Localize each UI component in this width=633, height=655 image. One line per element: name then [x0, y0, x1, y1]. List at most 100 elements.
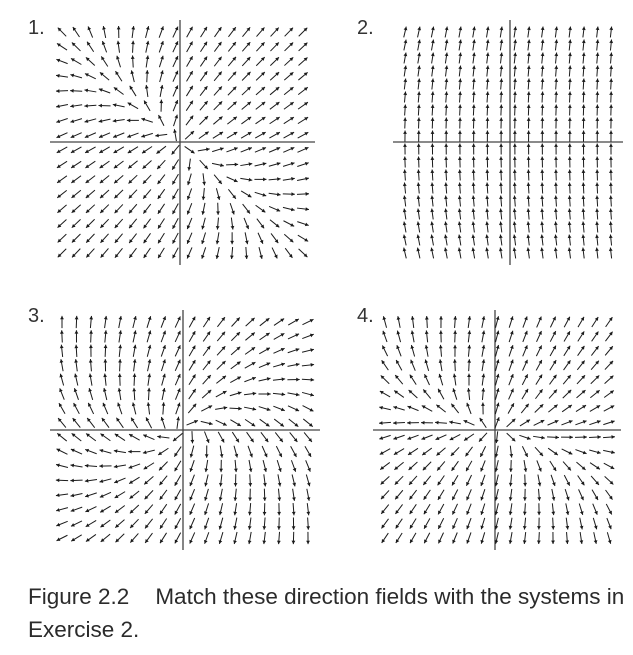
- field-arrow-head: [126, 118, 131, 123]
- field-arrow-head: [403, 39, 408, 44]
- field-arrow-head: [430, 117, 435, 121]
- field-arrow-head: [116, 40, 121, 45]
- field-arrow-head: [595, 390, 600, 394]
- field-arrow-head: [203, 26, 207, 31]
- field-arrow-head: [70, 508, 75, 512]
- field-arrow-head: [449, 436, 454, 441]
- field-arrow-head: [128, 209, 133, 214]
- field-arrow-head: [594, 316, 599, 321]
- field-arrow-head: [539, 389, 543, 394]
- field-arrow-head: [499, 156, 503, 160]
- field-arrow-head: [609, 346, 613, 351]
- field-arrow-head: [157, 209, 162, 214]
- field-arrow-head: [172, 195, 176, 200]
- field-arrow-head: [278, 453, 282, 458]
- field-arrow-head: [582, 450, 587, 455]
- direction-field-4: [373, 310, 621, 550]
- field-arrow-head: [295, 362, 300, 367]
- field-arrow-head: [130, 524, 134, 529]
- field-arrow-head: [567, 375, 571, 379]
- field-arrow-head: [609, 52, 614, 57]
- field-arrow-head: [71, 42, 76, 47]
- field-arrow-head: [611, 450, 615, 454]
- field-arrow-head: [608, 195, 613, 199]
- field-arrow-head: [131, 40, 135, 45]
- field-arrow-head: [289, 117, 294, 121]
- field-arrow-head: [207, 389, 212, 394]
- field-arrow-head: [246, 57, 251, 61]
- field-arrow-head: [238, 406, 242, 411]
- field-arrow-head: [218, 180, 222, 184]
- field-arrow-head: [480, 511, 485, 515]
- field-arrow-head: [206, 345, 211, 350]
- field-arrow-head: [581, 195, 586, 200]
- field-arrow-head: [444, 169, 448, 173]
- field-arrow-head: [526, 91, 531, 95]
- field-arrow-head: [275, 102, 280, 106]
- field-arrow-head: [87, 417, 91, 422]
- field-arrow-head: [275, 223, 280, 228]
- field-arrow-head: [70, 88, 74, 93]
- field-arrow-head: [129, 495, 134, 499]
- field-arrow-head: [457, 221, 462, 226]
- field-arrow-head: [508, 525, 513, 530]
- field-arrow-head: [540, 234, 544, 239]
- field-arrow-head: [452, 359, 457, 363]
- field-arrow-head: [289, 42, 294, 47]
- field-arrow-head: [289, 57, 294, 62]
- field-arrow-head: [499, 130, 504, 134]
- field-arrow-head: [540, 195, 545, 200]
- field-arrow-head: [85, 179, 90, 184]
- field-arrow-head: [438, 525, 442, 529]
- field-arrow-head: [310, 363, 315, 367]
- field-arrow-head: [162, 359, 166, 364]
- field-arrow-head: [416, 156, 421, 160]
- field-arrow-head: [450, 452, 455, 456]
- field-arrow-head: [485, 221, 490, 226]
- field-arrow-head: [567, 208, 572, 213]
- field-arrow-head: [416, 195, 421, 200]
- field-arrow-head: [267, 392, 271, 396]
- field-arrow-head: [566, 345, 571, 350]
- field-arrow-head: [57, 433, 62, 437]
- field-arrow-head: [526, 208, 531, 213]
- field-arrow-head: [235, 438, 239, 443]
- field-arrow-head: [471, 104, 476, 108]
- field-arrow-head: [512, 247, 517, 252]
- field-arrow-head: [380, 375, 385, 380]
- field-arrow-head: [510, 403, 514, 408]
- field-arrow-head: [157, 434, 161, 439]
- field-arrow-head: [512, 130, 517, 134]
- field-arrow-head: [569, 435, 573, 440]
- field-arrow-head: [56, 508, 60, 512]
- field-arrow-head: [74, 315, 79, 320]
- field-arrow-head: [466, 402, 470, 407]
- field-arrow-head: [218, 71, 222, 76]
- field-arrow-head: [494, 525, 499, 530]
- field-arrow-head: [99, 72, 104, 76]
- field-arrow-head: [430, 182, 435, 187]
- field-arrow-head: [596, 450, 601, 455]
- field-arrow-head: [553, 221, 558, 226]
- field-arrow-head: [596, 405, 601, 409]
- field-arrow-head: [424, 524, 428, 529]
- field-arrow-head: [114, 433, 119, 438]
- field-arrow-head: [526, 143, 531, 147]
- field-arrow-head: [457, 208, 462, 213]
- field-arrow-head: [524, 359, 528, 364]
- field-arrow-head: [402, 195, 407, 200]
- field-arrow-head: [304, 132, 309, 136]
- field-arrow-head: [607, 539, 612, 544]
- field-arrow-head: [395, 524, 400, 529]
- field-arrow-head: [74, 359, 78, 363]
- field-arrow-head: [430, 52, 435, 57]
- field-arrow-head: [379, 421, 383, 425]
- field-arrow-head: [509, 330, 514, 335]
- field-arrow-head: [130, 70, 135, 75]
- field-arrow-head: [595, 143, 600, 147]
- field-arrow-head: [467, 373, 471, 378]
- field-arrow-head: [177, 345, 181, 350]
- field-arrow-head: [508, 540, 513, 544]
- field-arrow-head: [555, 435, 559, 440]
- field-arrow-head: [218, 86, 222, 91]
